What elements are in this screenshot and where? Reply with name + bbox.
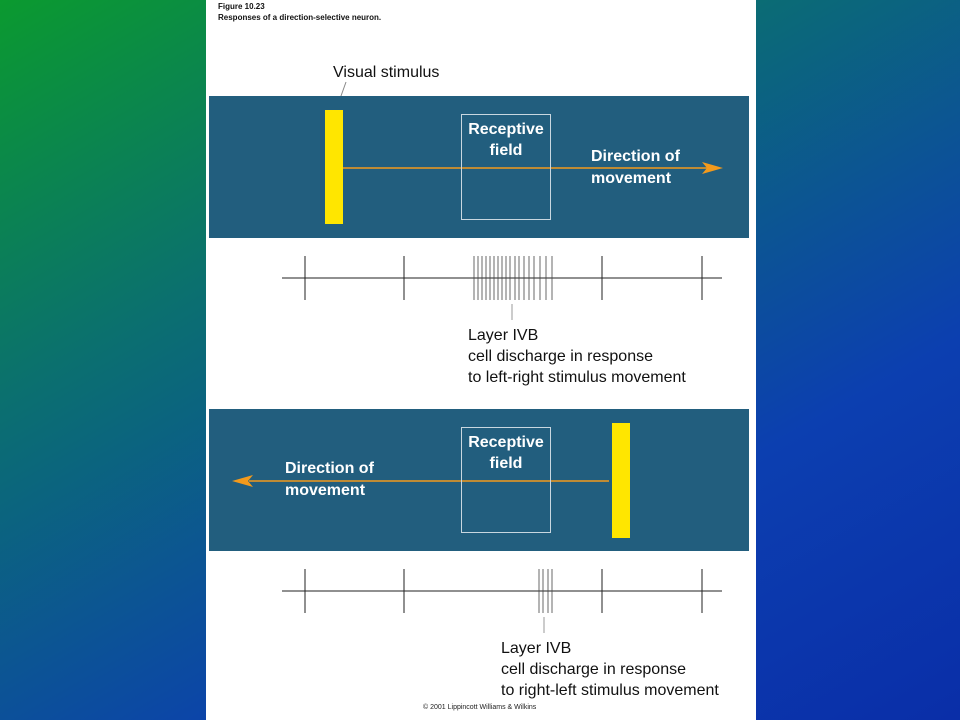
- stimulus-panel-left-right: Receptive field Direction of movement: [209, 96, 749, 238]
- stimulus-panel-right-left: Receptive field Direction of movement: [209, 409, 749, 551]
- direction-arrow-left: [232, 475, 609, 487]
- caption-line: cell discharge in response: [468, 348, 653, 365]
- direction-label-line: Direction of: [591, 148, 680, 165]
- visual-stimulus-label: Visual stimulus: [333, 64, 440, 81]
- visual-stimulus-bar: [612, 423, 630, 538]
- trace-caption-right-left: Layer IVB cell discharge in response to …: [501, 638, 719, 701]
- direction-of-movement-label: Direction of movement: [285, 458, 374, 502]
- receptive-field-box: Receptive field: [461, 427, 551, 533]
- caption-line: Layer IVB: [501, 640, 572, 657]
- caption-line: cell discharge in response: [501, 661, 686, 678]
- direction-label-line: Direction of: [285, 460, 374, 477]
- direction-of-movement-label: Direction of movement: [591, 146, 680, 190]
- trace-caption-left-right: Layer IVB cell discharge in response to …: [468, 325, 686, 388]
- caption-line: to left-right stimulus movement: [468, 369, 686, 386]
- receptive-field-box: Receptive field: [461, 114, 551, 220]
- spike-trace-left-right: [282, 256, 722, 320]
- direction-label-line: movement: [591, 170, 672, 187]
- receptive-field-label: Receptive field: [468, 121, 544, 159]
- figure-caption: Responses of a direction-selective neuro…: [218, 13, 382, 22]
- figure-number: Figure 10.23: [218, 2, 265, 11]
- visual-stimulus-bar: [325, 110, 343, 224]
- figure-slide: Figure 10.23 Responses of a direction-se…: [206, 0, 756, 720]
- copyright-notice: © 2001 Lippincott Williams & Wilkins: [423, 704, 537, 711]
- spike-trace-right-left: [282, 569, 722, 633]
- caption-line: Layer IVB: [468, 327, 539, 344]
- direction-arrow-right: [336, 162, 723, 174]
- receptive-field-label: Receptive field: [468, 434, 544, 472]
- caption-line: to right-left stimulus movement: [501, 682, 719, 699]
- direction-label-line: movement: [285, 482, 366, 499]
